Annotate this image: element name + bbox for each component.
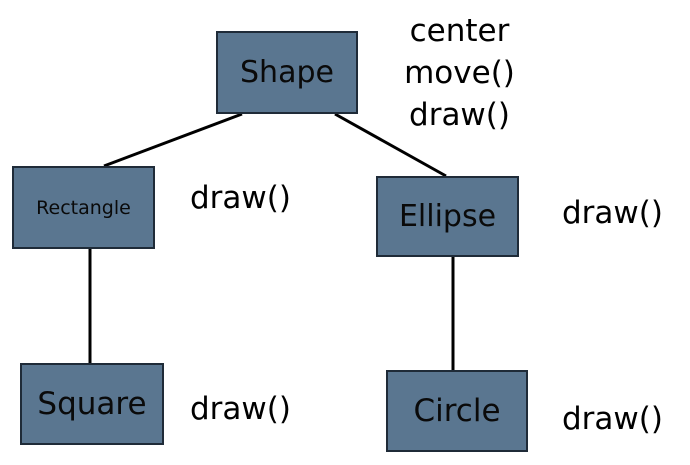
circle-member-draw: draw() <box>562 401 663 437</box>
shape-members: center move() draw() <box>392 10 527 136</box>
node-square-label: Square <box>37 386 147 422</box>
node-ellipse: Ellipse <box>376 176 519 257</box>
node-rectangle-label: Rectangle <box>36 196 131 219</box>
node-circle: Circle <box>386 370 528 452</box>
shape-member-move: move() <box>404 55 515 91</box>
square-member-draw: draw() <box>190 391 291 427</box>
edge-shape-rectangle <box>103 112 243 168</box>
node-shape: Shape <box>216 31 358 114</box>
edge-shape-ellipse <box>334 112 447 178</box>
node-shape-label: Shape <box>240 55 334 90</box>
shape-member-draw: draw() <box>409 97 510 133</box>
node-square: Square <box>20 363 164 445</box>
shape-member-center: center <box>409 13 510 49</box>
node-rectangle: Rectangle <box>12 166 155 249</box>
node-ellipse-label: Ellipse <box>398 199 497 234</box>
rectangle-member-draw: draw() <box>190 180 291 216</box>
ellipse-member-draw: draw() <box>562 195 663 231</box>
node-circle-label: Circle <box>413 393 501 429</box>
